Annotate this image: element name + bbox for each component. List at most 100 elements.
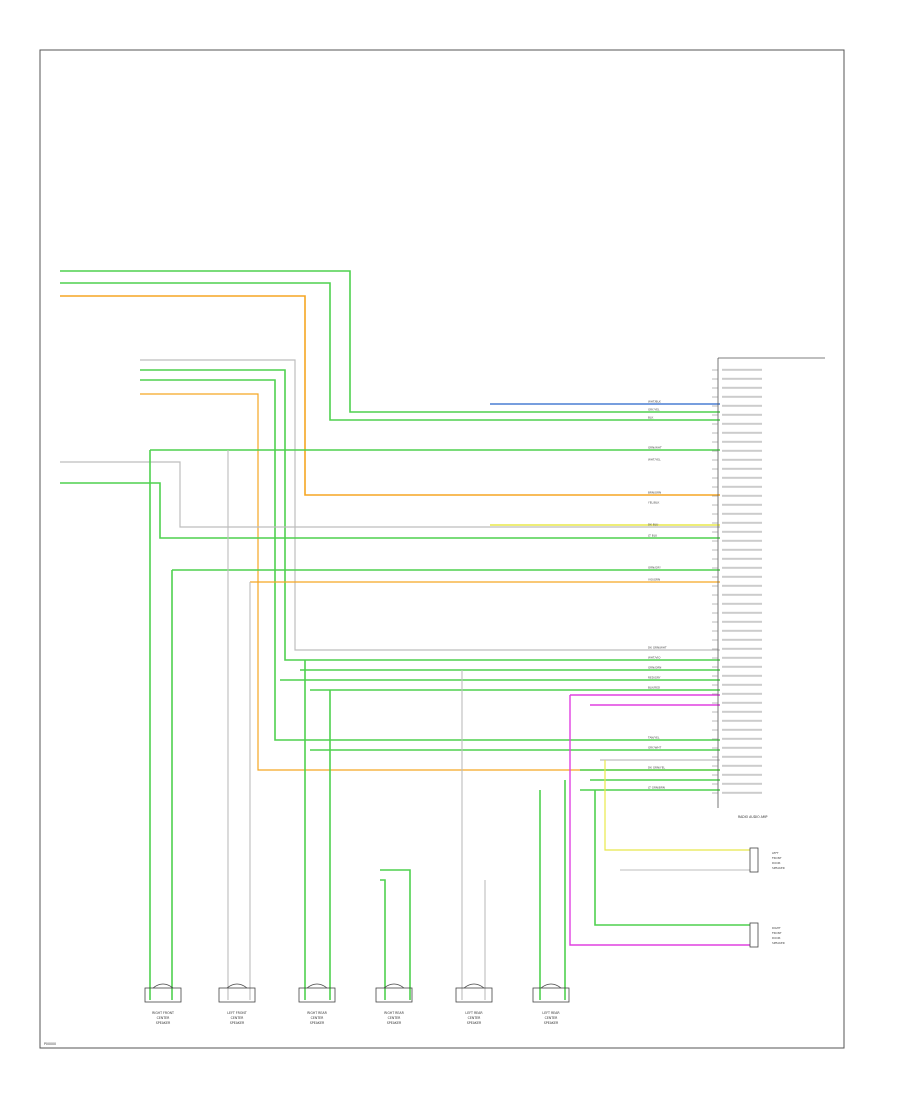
wire-tweeter-l xyxy=(604,760,750,851)
wire-color-label: WHT/YEL xyxy=(648,458,661,462)
amp-pin-text-block xyxy=(722,467,762,470)
amp-pin-text-block xyxy=(722,755,762,758)
speaker-label-line3: SPEAKER xyxy=(156,1021,171,1025)
tweeter-label: FRONT xyxy=(772,931,782,935)
amp-pin-text-block xyxy=(722,674,762,677)
wire-color-label: BLK/RED xyxy=(648,686,660,690)
wire-color-label: BRN/ORN xyxy=(648,491,661,495)
wire-color-label: YEL/BLK xyxy=(648,501,659,505)
amp-pin-text-block xyxy=(722,422,762,425)
amp-pin-text-block xyxy=(722,395,762,398)
wire-color-label: GRY/WHT xyxy=(648,746,661,750)
amp-pin-text-block xyxy=(722,701,762,704)
amp-pin-text-block xyxy=(722,593,762,596)
tweeter-label: SPEAKER xyxy=(772,866,785,870)
speaker-label-line1: RIGHT REAR xyxy=(307,1011,327,1015)
speaker-body xyxy=(455,987,493,1003)
wire-h-2 xyxy=(60,461,720,528)
speaker-label-line1: LEFT REAR xyxy=(465,1011,483,1015)
speaker-label-line1: LEFT FRONT xyxy=(227,1011,246,1015)
wire-top-2 xyxy=(60,282,720,421)
speaker-label-line2: CENTER xyxy=(231,1016,245,1020)
amp-pin-text-block xyxy=(722,539,762,542)
amp-pin-text-block xyxy=(722,440,762,443)
wire-magenta-down xyxy=(569,695,750,946)
amp-pin-text-block xyxy=(722,728,762,731)
wire-mid-1 xyxy=(140,359,720,651)
diagram-frame xyxy=(39,49,845,1049)
amp-pin-text-block xyxy=(722,782,762,785)
amp-pin-text-block xyxy=(722,557,762,560)
speaker-cone xyxy=(383,983,405,989)
tweeter-label: SPEAKER xyxy=(772,941,785,945)
wire-color-label: WHT/BLK xyxy=(648,400,661,404)
tweeter-label: LEFT xyxy=(772,851,779,855)
wire-color-label: LT GRN/BRN xyxy=(648,786,665,790)
amp-pin-text-block xyxy=(722,629,762,632)
wire-color-label: WHT/VIO xyxy=(648,656,661,660)
wire-group xyxy=(60,270,750,1000)
amp-pin-text-block xyxy=(722,566,762,569)
speaker-label-line3: SPEAKER xyxy=(230,1021,245,1025)
speaker-body xyxy=(298,987,336,1003)
amp-pin-text-block xyxy=(722,521,762,524)
amp-pin-text-block xyxy=(722,494,762,497)
amp-pin-text-block xyxy=(722,656,762,659)
wire-mid-2 xyxy=(140,369,720,661)
wire-color-label: GRN/ORN xyxy=(648,666,661,670)
tweeter-body xyxy=(749,922,759,948)
wire-color-label: GRY/YEL xyxy=(648,408,660,412)
amp-pin-text-block xyxy=(722,764,762,767)
speaker-label-line2: CENTER xyxy=(468,1016,482,1020)
wire-color-label: VIO/GRN xyxy=(648,578,660,582)
wire-color-label: DK BLU xyxy=(648,523,658,527)
amp-pin-text-block xyxy=(722,602,762,605)
speaker-label-line3: SPEAKER xyxy=(467,1021,482,1025)
amp-pin-text-block xyxy=(722,548,762,551)
wire-color-label: BLK xyxy=(648,416,653,420)
amp-pin-text-block xyxy=(722,449,762,452)
wire-color-label: DK GRN/WHT xyxy=(648,646,667,650)
amp-pin-text-block xyxy=(722,665,762,668)
speaker-body xyxy=(375,987,413,1003)
wire-mid-3 xyxy=(140,379,720,741)
amp-pin-text-block xyxy=(722,413,762,416)
amp-pin-text-block xyxy=(722,638,762,641)
speaker-cone xyxy=(463,983,485,989)
wire-color-label: RED/GRY xyxy=(648,676,661,680)
amp-pin-text-block xyxy=(722,404,762,407)
amp-pin-text-block xyxy=(722,377,762,380)
speaker-body xyxy=(532,987,570,1003)
speaker-label-line1: RIGHT REAR xyxy=(384,1011,404,1015)
wire-h-3 xyxy=(60,482,720,539)
tweeter-group: LEFTFRONTDOORSPEAKERRIGHTFRONTDOORSPEAKE… xyxy=(749,847,785,948)
amp-pin-text-block xyxy=(722,386,762,389)
amp-pin-text-block xyxy=(722,773,762,776)
amp-pin-text-block xyxy=(722,458,762,461)
speaker-cone xyxy=(226,983,248,989)
speaker-cone xyxy=(152,983,174,989)
speaker-cone xyxy=(540,983,562,989)
wire-tweeter-r xyxy=(594,790,750,926)
amp-pin-text-block xyxy=(722,746,762,749)
amp-pin-text-block xyxy=(722,611,762,614)
wire-color-label: ORN/GRY xyxy=(648,566,661,570)
wire-color-label: TAN/YEL xyxy=(647,736,660,740)
wire-label-group: WHT/BLK GRY/YEL BLK GRN/WHT WHT/YEL BRN/ORN YE… xyxy=(647,400,667,790)
speaker-label-line2: CENTER xyxy=(388,1016,402,1020)
speaker-body xyxy=(144,987,182,1003)
amplifier-connector xyxy=(712,357,825,808)
tweeter-label: RIGHT xyxy=(772,926,781,930)
amp-pin-text-block xyxy=(722,485,762,488)
speaker-label-line2: CENTER xyxy=(157,1016,171,1020)
wire-v-spk4a xyxy=(380,879,386,1000)
amp-pin-text-block xyxy=(722,575,762,578)
amp-pin-text-block xyxy=(722,710,762,713)
speaker-label-line1: RIGHT FRONT xyxy=(152,1011,174,1015)
speaker-label-line2: CENTER xyxy=(545,1016,559,1020)
wire-color-label: GRN/WHT xyxy=(648,446,662,450)
speaker-label-line1: LEFT REAR xyxy=(542,1011,560,1015)
speaker-body xyxy=(218,987,256,1003)
amp-pin-text-block xyxy=(722,512,762,515)
